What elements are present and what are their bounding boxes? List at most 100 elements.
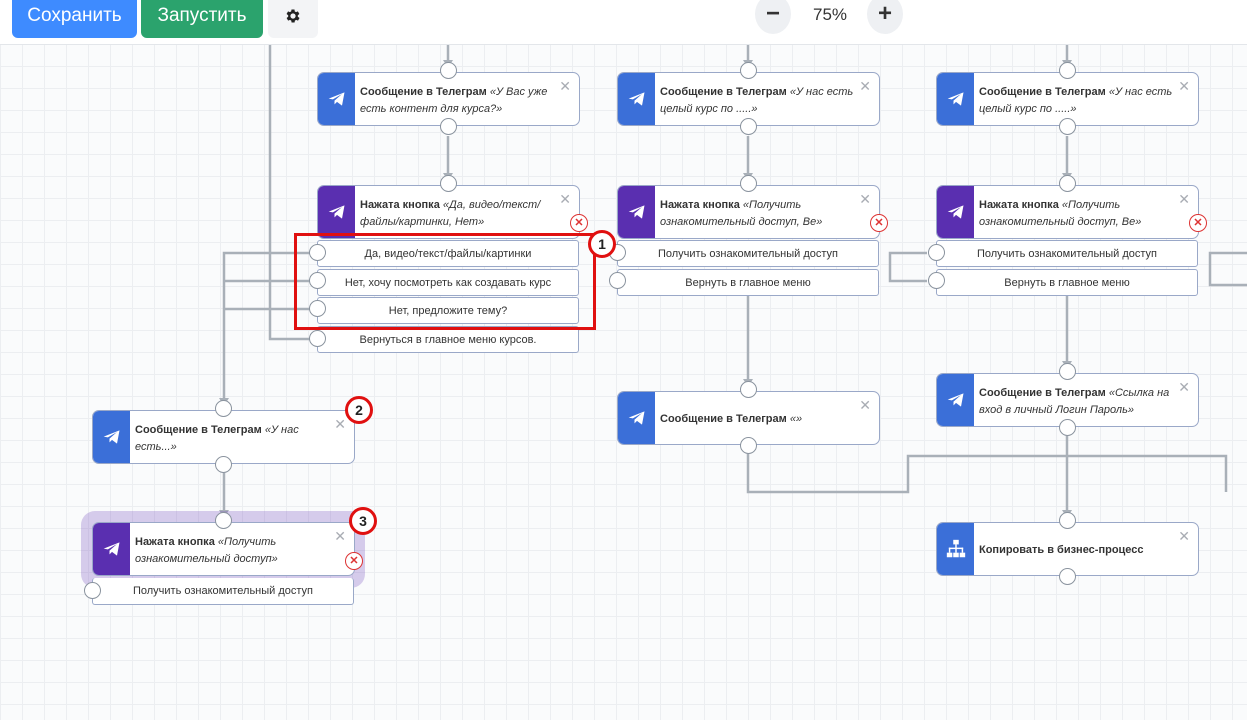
node-type: Сообщение в Телеграм bbox=[660, 413, 787, 425]
close-icon[interactable]: ✕ bbox=[1178, 528, 1190, 544]
annotation-badge-3: 3 bbox=[349, 507, 377, 535]
option-no-topic[interactable]: Нет, предложите тему? bbox=[317, 297, 579, 324]
telegram-icon bbox=[628, 411, 644, 425]
node-type: Сообщение в Телеграм bbox=[135, 424, 262, 436]
output-port[interactable] bbox=[309, 300, 326, 317]
output-port[interactable] bbox=[84, 582, 101, 599]
delete-icon[interactable]: ✕ bbox=[570, 214, 588, 232]
output-port[interactable] bbox=[309, 244, 326, 261]
node-button-pressed-access-3[interactable]: Нажата кнопка «Получить ознакомительный … bbox=[92, 522, 355, 576]
output-port[interactable] bbox=[609, 272, 626, 289]
input-port[interactable] bbox=[215, 400, 232, 417]
node-message-content[interactable]: Сообщение в Телеграм «У Вас уже есть кон… bbox=[317, 72, 580, 126]
delete-icon[interactable]: ✕ bbox=[870, 214, 888, 232]
node-message-course-1[interactable]: Сообщение в Телеграм «У нас есть целый к… bbox=[617, 72, 880, 126]
option-get-access[interactable]: Получить ознакомительный доступ bbox=[936, 240, 1198, 267]
delete-icon[interactable]: ✕ bbox=[1189, 214, 1207, 232]
close-icon[interactable]: ✕ bbox=[859, 78, 871, 94]
close-icon[interactable]: ✕ bbox=[1178, 191, 1190, 207]
output-port[interactable] bbox=[928, 272, 945, 289]
option-get-access[interactable]: Получить ознакомительный доступ bbox=[92, 578, 354, 605]
output-port[interactable] bbox=[309, 272, 326, 289]
node-preview: «Получить ознакомительный доступ» bbox=[135, 536, 278, 565]
node-type: Нажата кнопка bbox=[360, 199, 440, 211]
node-type: Нажата кнопка bbox=[979, 199, 1059, 211]
option-yes-video[interactable]: Да, видео/текст/файлы/картинки bbox=[317, 240, 579, 267]
telegram-icon bbox=[947, 92, 963, 106]
node-preview: «У Вас уже есть контент для курса?» bbox=[360, 86, 548, 115]
close-icon[interactable]: ✕ bbox=[1178, 78, 1190, 94]
delete-icon[interactable]: ✕ bbox=[345, 552, 363, 570]
org-chart-icon bbox=[946, 539, 965, 558]
node-message-course-2[interactable]: Сообщение в Телеграм «У нас есть целый к… bbox=[936, 72, 1199, 126]
node-type: Копировать в бизнес-процесс bbox=[979, 544, 1144, 556]
output-port[interactable] bbox=[1059, 568, 1076, 585]
output-port[interactable] bbox=[740, 118, 757, 135]
option-return-menu[interactable]: Вернуть в главное меню bbox=[936, 269, 1198, 296]
telegram-icon bbox=[328, 92, 344, 106]
node-type: Сообщение в Телеграм bbox=[360, 86, 487, 98]
node-preview: «» bbox=[789, 413, 803, 425]
telegram-icon bbox=[947, 393, 963, 407]
close-icon[interactable]: ✕ bbox=[1178, 379, 1190, 395]
telegram-icon bbox=[628, 205, 644, 219]
telegram-icon bbox=[103, 542, 119, 556]
node-preview: «Да, видео/текст/ файлы/картинки, Нет» bbox=[360, 199, 541, 228]
input-port[interactable] bbox=[215, 512, 232, 529]
toolbar: Сохранить Запустить − 75% + bbox=[0, 0, 1247, 45]
output-port[interactable] bbox=[215, 456, 232, 473]
settings-button[interactable] bbox=[268, 0, 318, 38]
node-preview: «Получить ознакомительный доступ, Ве» bbox=[660, 199, 823, 228]
input-port[interactable] bbox=[740, 381, 757, 398]
node-type: Нажата кнопка bbox=[135, 536, 215, 548]
output-port[interactable] bbox=[440, 118, 457, 135]
node-button-pressed-access-2[interactable]: Нажата кнопка «Получить ознакомительный … bbox=[936, 185, 1199, 239]
option-no-watch[interactable]: Нет, хочу посмотреть как создавать курс bbox=[317, 269, 579, 296]
node-copy-business-process[interactable]: Копировать в бизнес-процесс ✕ bbox=[936, 522, 1199, 576]
close-icon[interactable]: ✕ bbox=[859, 397, 871, 413]
input-port[interactable] bbox=[1059, 512, 1076, 529]
option-return-menu[interactable]: Вернуть в главное меню bbox=[617, 269, 879, 296]
input-port[interactable] bbox=[740, 62, 757, 79]
input-port[interactable] bbox=[1059, 363, 1076, 380]
close-icon[interactable]: ✕ bbox=[334, 416, 346, 432]
telegram-icon bbox=[947, 205, 963, 219]
telegram-icon bbox=[103, 430, 119, 444]
save-button[interactable]: Сохранить bbox=[12, 0, 137, 38]
node-preview: «У нас есть целый курс по .....» bbox=[979, 86, 1173, 115]
option-back-menu[interactable]: Вернуться в главное меню курсов. bbox=[317, 326, 579, 353]
zoom-in-button[interactable]: + bbox=[867, 0, 903, 34]
annotation-badge-1: 1 bbox=[588, 230, 616, 258]
input-port[interactable] bbox=[440, 62, 457, 79]
output-port[interactable] bbox=[740, 437, 757, 454]
output-port[interactable] bbox=[1059, 118, 1076, 135]
close-icon[interactable]: ✕ bbox=[859, 191, 871, 207]
node-message-we-have[interactable]: Сообщение в Телеграм «У нас есть...» ✕ bbox=[92, 410, 355, 464]
close-icon[interactable]: ✕ bbox=[334, 528, 346, 544]
telegram-icon bbox=[628, 92, 644, 106]
output-port[interactable] bbox=[1059, 419, 1076, 436]
input-port[interactable] bbox=[1059, 175, 1076, 192]
node-button-pressed-yes[interactable]: Нажата кнопка «Да, видео/текст/ файлы/ка… bbox=[317, 185, 580, 239]
annotation-highlight-box bbox=[294, 233, 596, 330]
annotation-badge-2: 2 bbox=[345, 396, 373, 424]
option-get-access[interactable]: Получить ознакомительный доступ bbox=[617, 240, 879, 267]
node-type: Сообщение в Телеграм bbox=[979, 387, 1106, 399]
close-icon[interactable]: ✕ bbox=[559, 191, 571, 207]
input-port[interactable] bbox=[440, 175, 457, 192]
node-button-pressed-access-1[interactable]: Нажата кнопка «Получить ознакомительный … bbox=[617, 185, 880, 239]
node-type: Нажата кнопка bbox=[660, 199, 740, 211]
telegram-icon bbox=[328, 205, 344, 219]
zoom-out-button[interactable]: − bbox=[755, 0, 791, 34]
gear-icon bbox=[286, 9, 300, 23]
input-port[interactable] bbox=[740, 175, 757, 192]
output-port[interactable] bbox=[928, 244, 945, 261]
node-preview: «У нас есть...» bbox=[135, 424, 299, 453]
output-port[interactable] bbox=[309, 330, 326, 347]
node-message-empty[interactable]: Сообщение в Телеграм «» ✕ bbox=[617, 391, 880, 445]
close-icon[interactable]: ✕ bbox=[559, 78, 571, 94]
run-button[interactable]: Запустить bbox=[141, 0, 263, 38]
node-type: Сообщение в Телеграм bbox=[660, 86, 787, 98]
input-port[interactable] bbox=[1059, 62, 1076, 79]
zoom-level: 75% bbox=[812, 5, 848, 24]
